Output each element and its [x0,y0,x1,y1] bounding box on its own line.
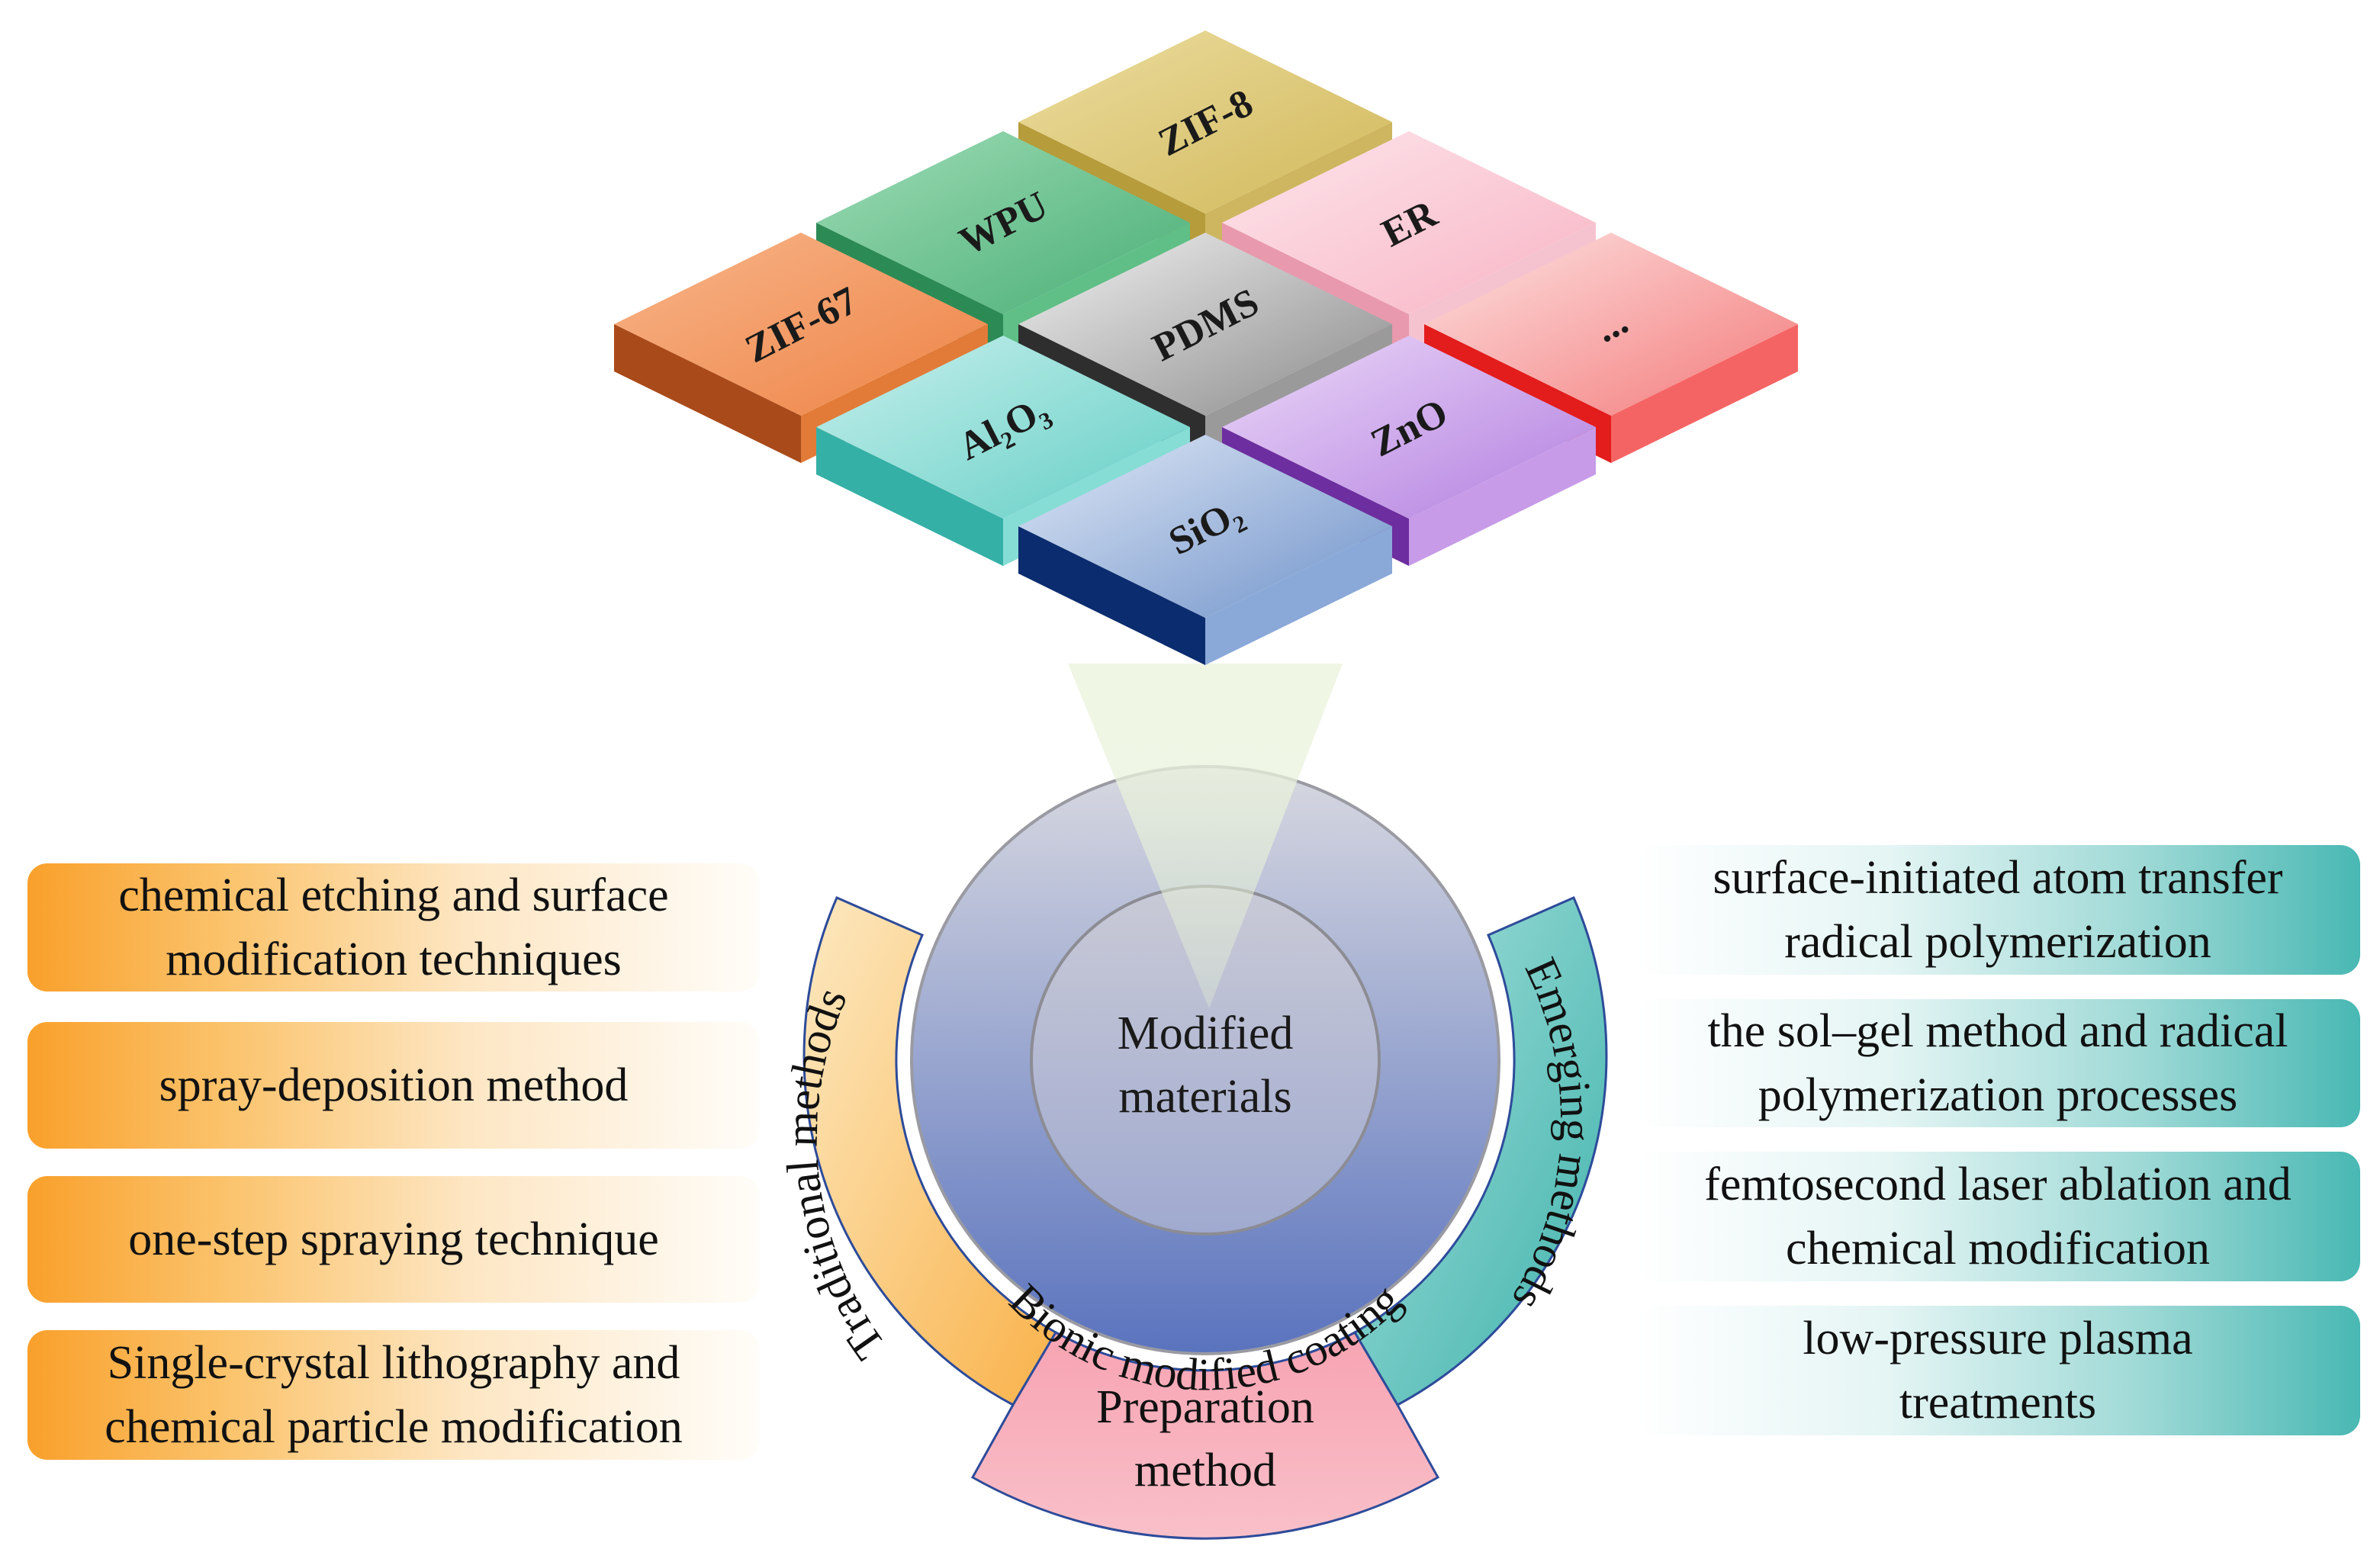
right-method-4-line1: low-pressure plasma [1803,1312,2193,1364]
left-method-1: chemical etching and surface modificatio… [27,863,760,992]
tile-zif8-top-face [1018,31,1392,214]
right-method-3-line1: femtosecond laser ablation and [1704,1158,2292,1210]
preparation-sector [970,1330,1440,1540]
right-method-3: femtosecond laser ablation and chemical … [1635,1152,2360,1281]
left-method-4: Single-crystal lithography and chemical … [27,1330,760,1460]
right-method-1-line2: radical polymerization [1784,916,2211,968]
tile-al2o3-top-face [816,336,1190,519]
right-method-4-line2: treatments [1899,1377,2097,1429]
tile-sio2-left-face [1018,526,1205,665]
center-label-line2: materials [1118,1071,1291,1123]
left-method-1-line1: chemical etching and surface [118,869,669,921]
tile-er-top-face [1222,131,1596,314]
tile-pdms-top-face [1018,233,1392,416]
preparation-label-line2: method [1134,1445,1276,1496]
tile-sio2: SiO₂ [1018,435,1392,665]
tile-zif67-left-face [614,324,801,463]
tile-more-right-face [1611,324,1798,463]
tile-more-top-face [1424,233,1798,416]
left-method-3: one-step spraying technique [27,1176,760,1303]
focus-cone [1068,664,1343,1008]
left-method-3-line1: one-step spraying technique [128,1213,659,1265]
right-method-1-line1: surface-initiated atom transfer [1713,851,2283,904]
preparation-label-line1: Preparation [1096,1381,1314,1433]
right-method-4: low-pressure plasma treatments [1635,1306,2360,1435]
tile-zno-top-face [1222,336,1596,519]
tile-wpu-top-face [816,131,1190,314]
right-method-1: surface-initiated atom transfer radical … [1635,845,2360,975]
left-method-2: spray-deposition method [27,1022,760,1149]
emerging-sector [1352,896,1608,1407]
tile-al2o3-left-face [816,427,1003,566]
tile-zno-right-face [1409,427,1596,566]
tile-sio2-top-face [1018,435,1392,618]
left-method-2-line1: spray-deposition method [159,1059,629,1111]
left-method-1-line2: modification techniques [166,934,622,985]
right-method-2-line2: polymerization processes [1758,1069,2238,1121]
right-method-3-line2: chemical modification [1785,1223,2211,1274]
left-method-4-line1: Single-crystal lithography and [107,1336,680,1389]
right-method-2-line1: the sol–gel method and radical [1707,1004,2288,1057]
tile-zif67-top-face [614,233,988,416]
traditional-sector [802,896,1058,1407]
left-method-4-line2: chemical particle modification [105,1401,683,1453]
center-label-line1: Modified [1118,1008,1294,1059]
tile-sio2-right-face [1205,526,1392,665]
right-method-2: the sol–gel method and radical polymeriz… [1635,999,2360,1127]
